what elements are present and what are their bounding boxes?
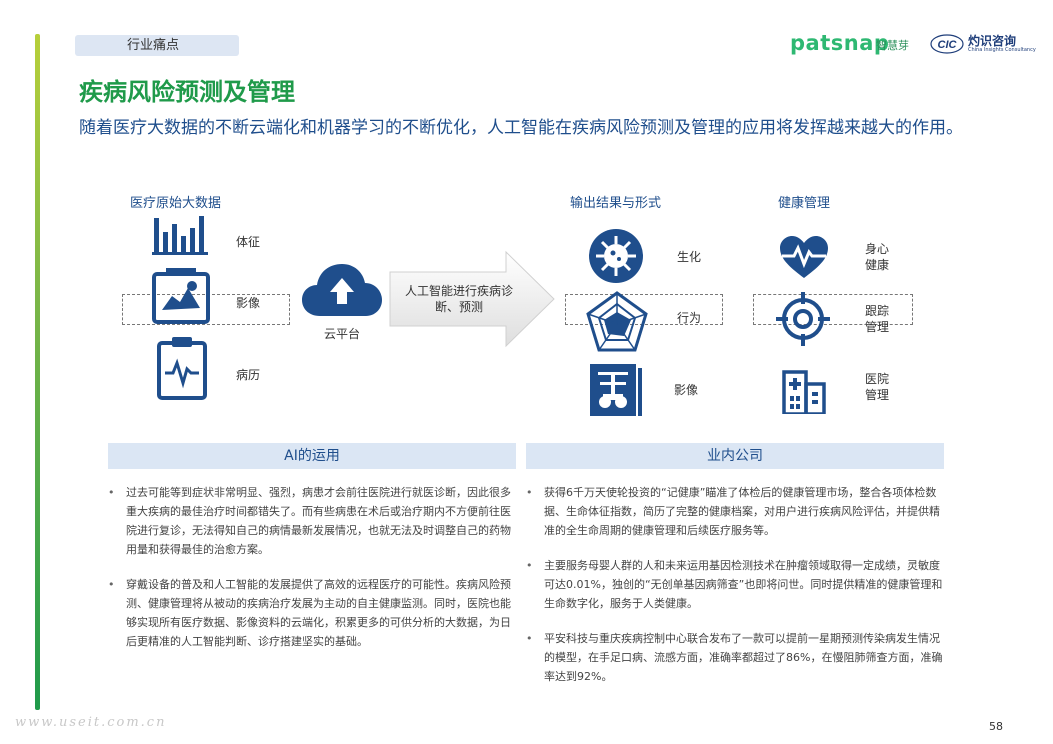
health-title: 健康管理 <box>778 196 831 211</box>
scan-image-icon <box>590 364 642 416</box>
output-title: 输出结果与形式 <box>570 196 662 211</box>
watermark: www.useit.com.cn <box>15 715 167 730</box>
bar-chart-icon <box>152 216 208 255</box>
cic-logo-cn: 灼识咨询 <box>968 34 1017 48</box>
output-item-image: 影像 <box>674 383 699 397</box>
ai-usage-heading: AI的运用 <box>108 443 516 469</box>
page-number: 58 <box>989 720 1003 733</box>
page-title: 疾病风险预测及管理 <box>79 78 295 106</box>
cloud-label: 云平台 <box>324 327 361 341</box>
cic-logo-en: China Insights Consultancy <box>968 47 1036 53</box>
cloud-upload-icon <box>302 264 382 316</box>
heart-pulse-icon <box>780 236 828 278</box>
companies-heading: 业内公司 <box>526 443 944 469</box>
list-item: 过去可能等到症状非常明显、强烈，病患才会前往医院进行就医诊断，因此很多重大疾病的… <box>108 483 516 559</box>
source-item-record: 病历 <box>236 368 261 382</box>
radar-chart-icon <box>586 291 648 352</box>
xray-image-icon <box>152 268 210 324</box>
health-item-wellbeing: 身心健康 <box>865 242 890 272</box>
list-item: 主要服务母婴人群的人和未来运用基因检测技术在肿瘤领域取得一定成绩，灵敏度可达0.… <box>526 556 944 613</box>
process-arrow <box>389 250 555 348</box>
health-item-tracking: 跟踪管理 <box>865 304 890 334</box>
section-tag: 行业痛点 <box>75 35 239 56</box>
health-item-hospital: 医院管理 <box>865 372 890 402</box>
medical-record-icon <box>157 337 207 400</box>
source-item-vitals: 体征 <box>236 235 261 249</box>
hospital-building-icon <box>782 370 826 414</box>
output-item-behavior: 行为 <box>677 311 702 325</box>
target-tracking-icon <box>776 292 830 346</box>
companies-list: 获得6千万天使轮投资的“记健康”瞄准了体检后的健康管理市场，整合各项体检数据、生… <box>526 483 944 702</box>
patsnap-logo-cn: 智慧芽 <box>876 39 909 52</box>
health-highlight-box <box>753 294 913 325</box>
list-item: 获得6千万天使轮投资的“记健康”瞄准了体检后的健康管理市场，整合各项体检数据、生… <box>526 483 944 540</box>
ai-usage-list: 过去可能等到症状非常明显、强烈，病患才会前往医院进行就医诊断，因此很多重大疾病的… <box>108 483 516 667</box>
patsnap-logo: patsnap <box>790 31 890 55</box>
cic-logo-mark: CIC <box>938 39 958 51</box>
arrow-label: 人工智能进行疾病诊断、预测 <box>404 284 513 314</box>
output-item-biochem: 生化 <box>677 250 702 264</box>
side-accent-bar <box>35 34 40 710</box>
source-item-image: 影像 <box>236 296 261 310</box>
intro-text: 随着医疗大数据的不断云端化和机器学习的不断优化，人工智能在疾病风险预测及管理的应… <box>79 118 963 138</box>
list-item: 平安科技与重庆疾病控制中心联合发布了一款可以提前一星期预测传染病发生情况的模型，… <box>526 629 944 686</box>
cic-logo-icon: CIC <box>930 34 964 54</box>
source-title: 医疗原始大数据 <box>130 196 222 211</box>
list-item: 穿戴设备的普及和人工智能的发展提供了高效的远程医疗的可能性。疾病风险预测、健康管… <box>108 575 516 651</box>
virus-icon <box>589 229 643 283</box>
